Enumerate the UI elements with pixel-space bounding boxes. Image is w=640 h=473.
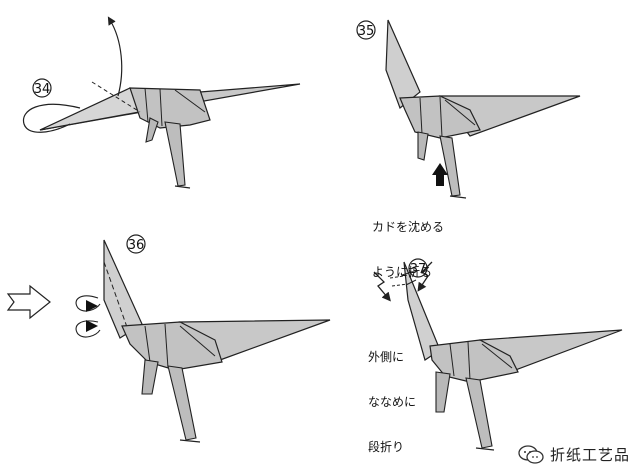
watermark-text: 折纸工艺品 [549, 446, 630, 464]
step-37-note-line-1: 外側に [368, 350, 405, 364]
watermark: 折纸工艺品 [518, 444, 630, 465]
step-34-figure: 34 [22, 16, 301, 189]
step-37-note-line-3: 段折り [368, 440, 405, 454]
step-35-figure: 35 [356, 19, 581, 199]
step-35-number: 35 [358, 24, 375, 39]
step-37-note-line-2: ななめに [368, 395, 417, 409]
step-35-note-line-2: ように折る [372, 265, 433, 279]
step-36-number: 36 [128, 238, 145, 253]
step-36-figure: 36 [6, 234, 331, 443]
step-37-number: 37 [410, 262, 427, 277]
step-37-note: 外側に ななめに 段折り [368, 320, 416, 470]
step-37-figure: 37 [373, 258, 623, 451]
step-35-note: カドを沈める ように折る [372, 190, 444, 295]
step-34-number: 34 [34, 82, 51, 97]
step-35-note-line-1: カドを沈める [372, 220, 445, 234]
wechat-logo-icon [518, 444, 544, 464]
